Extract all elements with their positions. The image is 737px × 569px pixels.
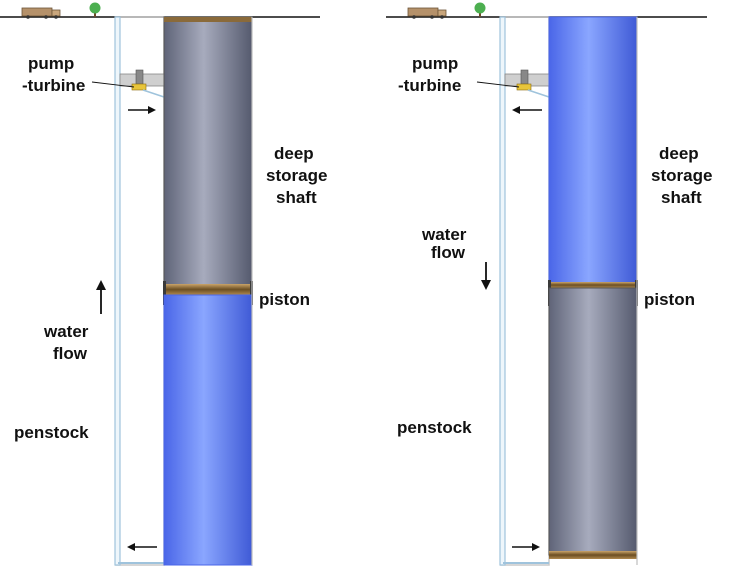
arrow-icon [96,280,106,314]
label-penstock: penstock [397,418,472,437]
label-turbine: -turbine [398,76,461,95]
label-piston: piston [259,290,310,309]
label-deep: deep [274,144,314,163]
shaft-upper-water [548,16,638,286]
label-water: water [43,322,89,341]
label-pump: pump [412,54,458,73]
pump-turbine-leader [476,81,520,88]
piston-band [549,282,637,288]
piston-band [164,284,252,295]
shaft-wall [115,16,165,566]
truck-icon [407,7,447,19]
pump-turbine-leader [91,81,135,88]
shaft-wall [500,16,550,566]
tree-icon [89,2,101,17]
arrow-icon [512,543,540,551]
arrow-icon [127,543,157,551]
arrow-icon [481,262,491,290]
shaft-upper-piston-body [163,16,253,290]
piston-seal-left [163,281,166,305]
tree-icon [474,2,486,17]
penstock-pipe [499,16,506,566]
label-deep: deep [659,144,699,163]
arrow-icon [128,106,156,114]
label-shaft: shaft [276,188,317,207]
shaft-lower-water [163,294,253,566]
label-shaft: shaft [661,188,702,207]
label-flow: flow [53,344,88,363]
label-flow: flow [431,243,466,262]
label-pump: pump [28,54,74,73]
label-penstock: penstock [14,423,89,442]
label-turbine: -turbine [22,76,85,95]
shaft-top-rim [164,17,252,22]
label-storage: storage [651,166,712,185]
truck-icon [21,7,61,19]
pump-turbine-unit [504,69,550,98]
penstock-pipe [114,16,121,566]
arrow-icon [512,106,542,114]
label-piston: piston [644,290,695,309]
shaft-lower-piston-body [548,287,638,556]
panel-left: pump -turbine deep storage shaft piston … [0,2,327,566]
piston-bottom-band [549,551,637,559]
label-water: water [421,225,467,244]
label-storage: storage [266,166,327,185]
pump-turbine-unit [119,69,165,98]
panel-right: pump -turbine deep storage shaft piston … [386,2,712,566]
